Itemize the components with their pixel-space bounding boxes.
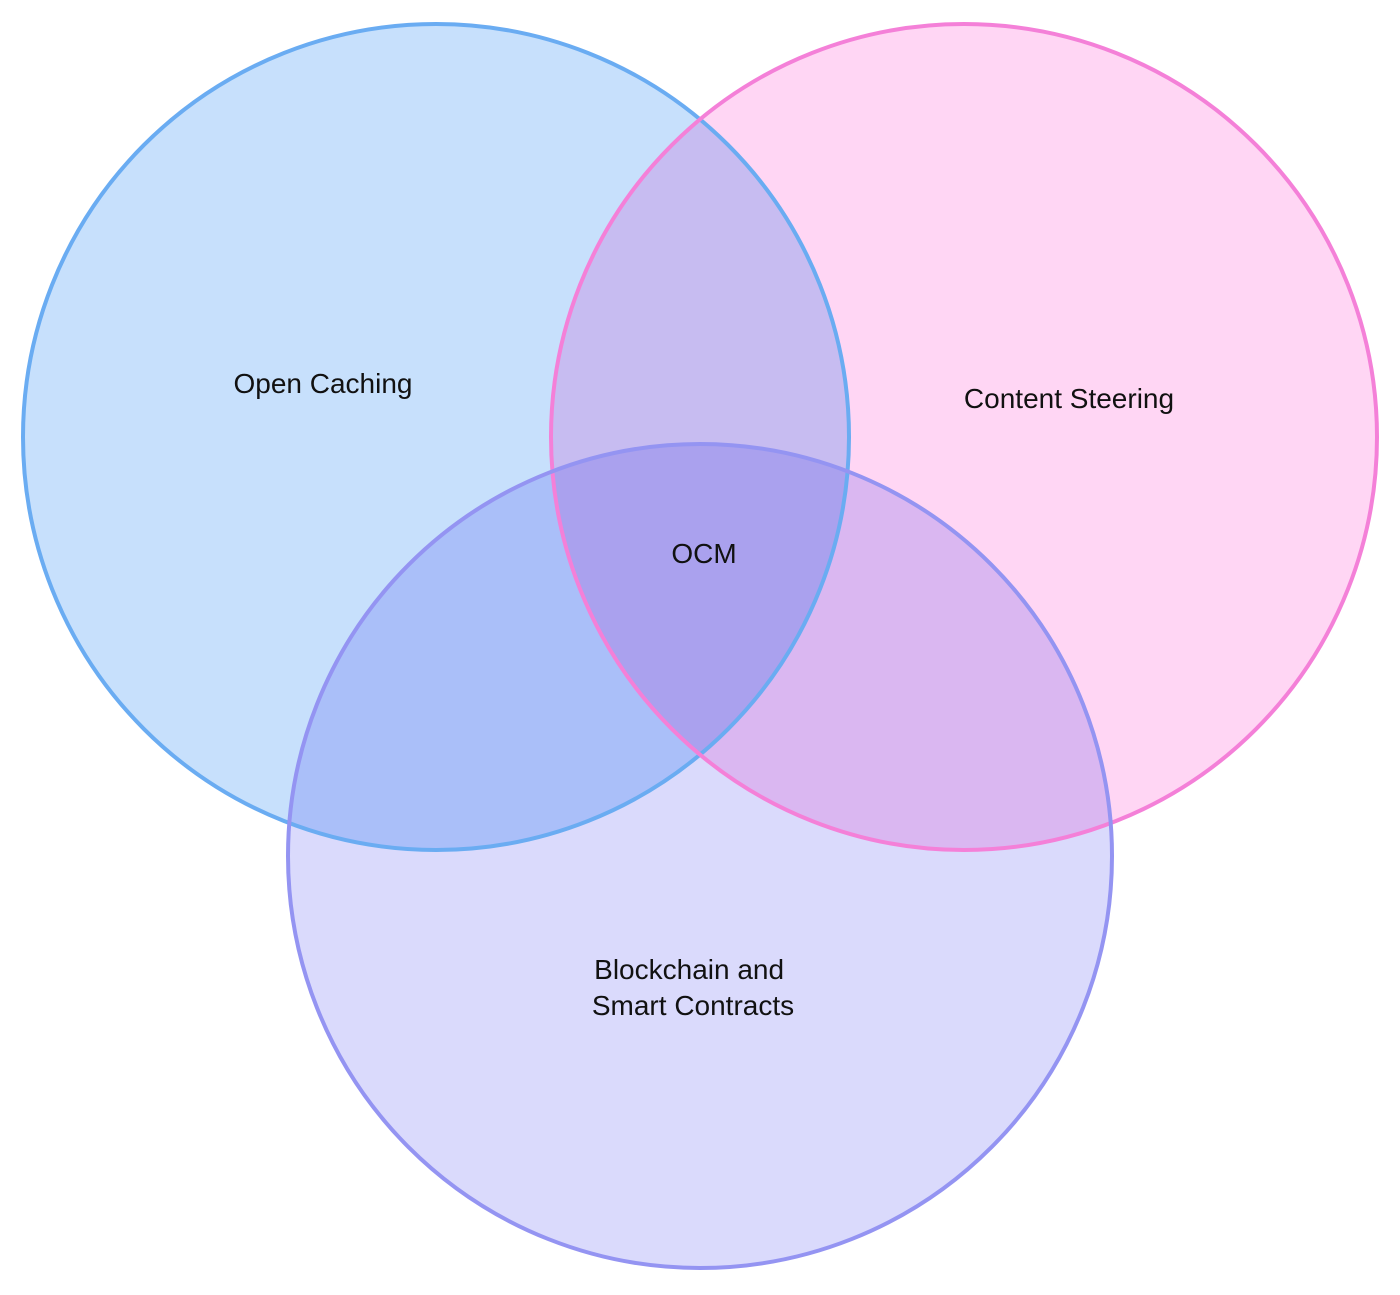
- open-caching-outline: [21, 22, 851, 852]
- blockchain-circle: [288, 444, 1112, 1268]
- blockchain-label-line-1: Blockchain and: [594, 954, 784, 985]
- content-steering-outline: [549, 22, 1379, 852]
- ocm-label: OCM: [671, 538, 736, 569]
- blockchain-outline: [286, 442, 1114, 1270]
- blockchain-label: Blockchain and Smart Contracts: [592, 954, 794, 1021]
- open-caching-label: Open Caching: [233, 368, 412, 399]
- content-steering-label: Content Steering: [964, 383, 1174, 414]
- blockchain-label-line-2: Smart Contracts: [592, 990, 794, 1021]
